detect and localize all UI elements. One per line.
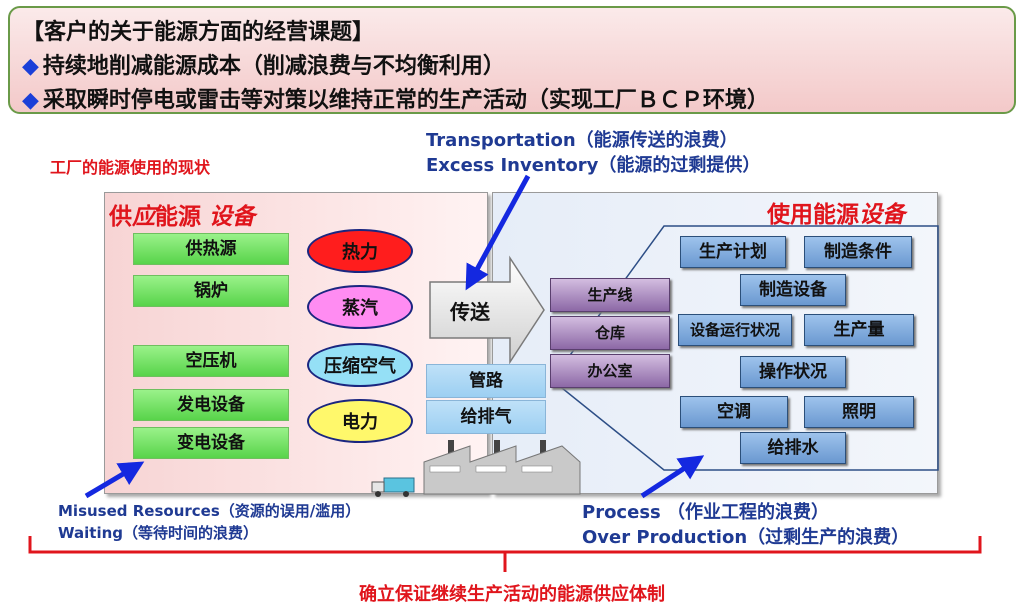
supply-item: 锅炉 bbox=[133, 275, 289, 307]
energy-steam: 蒸汽 bbox=[307, 285, 413, 329]
conclusion-text: 确立保证继续生产活动的能源供应体制 bbox=[359, 584, 665, 605]
transport-arrow bbox=[429, 255, 545, 365]
transport-exhaust: 给排气 bbox=[426, 400, 546, 434]
header-line-1: ◆持续地削减能源成本（削减浪费与不均衡利用） bbox=[22, 54, 505, 79]
usage-manufacturing-conditions: 制造条件 bbox=[804, 236, 912, 268]
usage-production-volume: 生产量 bbox=[804, 314, 914, 346]
supply-item: 空压机 bbox=[133, 345, 289, 377]
transport-label: 传送 bbox=[450, 300, 490, 324]
usage-air-conditioning: 空调 bbox=[680, 396, 788, 428]
factory-status-label: 工厂的能源使用的现状 bbox=[50, 158, 211, 177]
energy-heat: 热力 bbox=[307, 229, 413, 273]
waste-misused-resources: Misused Resources（资源的误用/滥用） bbox=[58, 502, 361, 520]
usage-lighting: 照明 bbox=[804, 396, 914, 428]
usage-operation-status: 操作状况 bbox=[740, 356, 846, 388]
energy-compressed-air: 压缩空气 bbox=[307, 343, 413, 387]
location-production-line: 生产线 bbox=[550, 278, 670, 312]
location-office: 办公室 bbox=[550, 354, 670, 388]
supply-item: 变电设备 bbox=[133, 427, 289, 459]
energy-electricity: 电力 bbox=[307, 399, 413, 443]
usage-scope-outline bbox=[550, 225, 939, 471]
waste-over-production: Over Production（过剩生产的浪费） bbox=[582, 527, 910, 548]
waste-transportation: Transportation（能源传送的浪费） bbox=[426, 130, 738, 151]
header-banner: 【客户的关于能源方面的经营课题】 ◆持续地削减能源成本（削减浪费与不均衡利用） … bbox=[8, 6, 1016, 114]
pointer-arrow-misuse bbox=[84, 461, 145, 499]
truck-icon bbox=[371, 477, 415, 497]
conclusion-bracket bbox=[28, 536, 982, 572]
supply-equipment-panel: 供应能源 设备 供热源 锅炉 空压机 发电设备 变电设备 热力 蒸汽 压缩空气 … bbox=[104, 192, 488, 494]
pointer-arrow-transport bbox=[465, 174, 531, 291]
header-line-2: ◆采取瞬时停电或雷击等对策以维持正常的生产活动（实现工厂ＢＣＰ环境） bbox=[22, 88, 769, 113]
header-title: 【客户的关于能源方面的经营课题】 bbox=[22, 20, 375, 45]
usage-manufacturing-equipment: 制造设备 bbox=[740, 274, 846, 306]
usage-production-plan: 生产计划 bbox=[680, 236, 786, 268]
location-warehouse: 仓库 bbox=[550, 316, 670, 350]
factory-icon bbox=[423, 440, 581, 495]
supply-item: 供热源 bbox=[133, 233, 289, 265]
transport-pipe: 管路 bbox=[426, 364, 546, 398]
usage-water-supply: 给排水 bbox=[740, 432, 846, 464]
diamond-icon: ◆ bbox=[22, 88, 39, 113]
usage-equipment-status: 设备运行状况 bbox=[678, 314, 792, 346]
waste-process: Process （作业工程的浪费） bbox=[582, 502, 830, 523]
waste-waiting: Waiting（等待时间的浪费） bbox=[58, 524, 259, 542]
diamond-icon: ◆ bbox=[22, 54, 39, 79]
waste-excess-inventory: Excess Inventory（能源的过剩提供） bbox=[426, 155, 761, 176]
pointer-arrow-process bbox=[640, 455, 705, 499]
supply-item: 发电设备 bbox=[133, 389, 289, 421]
supply-panel-title: 供应能源 设备 bbox=[109, 204, 256, 230]
usage-panel-title: 使用能源设备 bbox=[767, 202, 905, 228]
